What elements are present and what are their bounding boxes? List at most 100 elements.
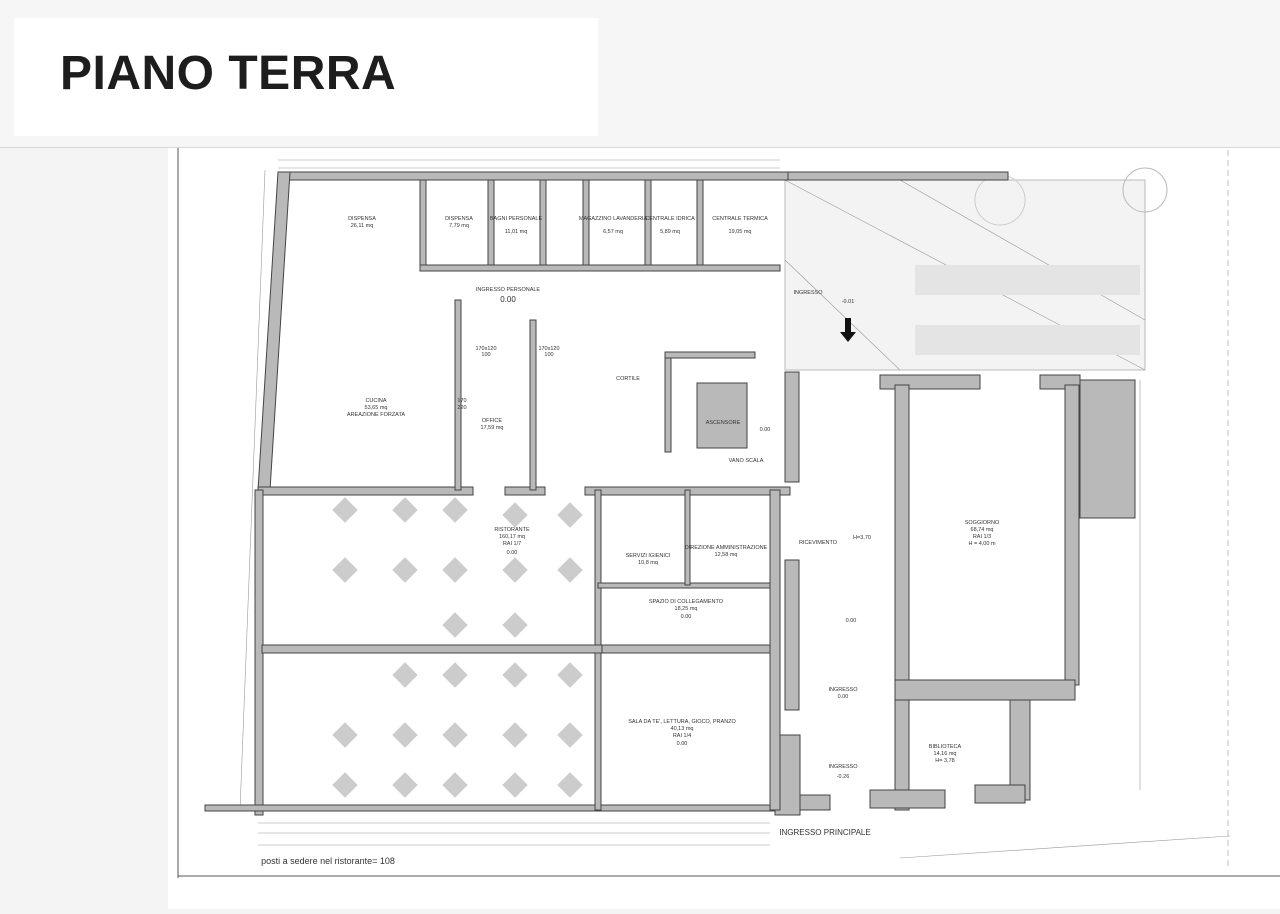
table-cluster xyxy=(502,502,528,528)
svg-text:0.00: 0.00 xyxy=(677,741,688,747)
svg-text:INGRESSO: INGRESSO xyxy=(828,764,858,770)
room-centrale-termica: CENTRALE TERMICA 19,05 mq xyxy=(712,216,768,235)
room-ingresso-garden: INGRESSO -0.01 xyxy=(793,290,856,342)
svg-text:68,74 mq: 68,74 mq xyxy=(971,527,994,533)
dimension-lines xyxy=(239,150,1231,870)
svg-text:H=3,70: H=3,70 xyxy=(853,535,871,541)
svg-text:CORTILE: CORTILE xyxy=(616,376,640,382)
table-cluster xyxy=(442,612,468,638)
svg-text:RISTORANTE: RISTORANTE xyxy=(494,527,530,533)
svg-text:-0.01: -0.01 xyxy=(842,299,855,305)
table-cluster xyxy=(392,557,418,583)
svg-text:6,57 mq: 6,57 mq xyxy=(603,229,623,235)
svg-text:220: 220 xyxy=(457,405,466,411)
room-vano-scala: VANO SCALA 0.00 xyxy=(729,427,771,464)
room-sala-da-te: SALA DA TE', LETTURA, GIOCO, PRANZO40,13… xyxy=(628,719,736,747)
table-cluster xyxy=(332,557,358,583)
svg-text:INGRESSO: INGRESSO xyxy=(793,290,823,296)
table-cluster xyxy=(502,722,528,748)
svg-text:-0.26: -0.26 xyxy=(837,774,850,780)
svg-text:7,79 mq: 7,79 mq xyxy=(449,223,469,229)
svg-text:0.00: 0.00 xyxy=(500,295,516,304)
table-cluster xyxy=(392,662,418,688)
table-cluster xyxy=(557,557,583,583)
table-cluster xyxy=(442,772,468,798)
svg-text:10,8 mq: 10,8 mq xyxy=(638,560,658,566)
svg-text:100: 100 xyxy=(481,352,490,358)
svg-text:INGRESSO PERSONALE: INGRESSO PERSONALE xyxy=(476,287,541,293)
svg-text:0.00: 0.00 xyxy=(838,694,849,700)
svg-text:0.00: 0.00 xyxy=(760,427,771,433)
svg-text:19,05 mq: 19,05 mq xyxy=(729,229,752,235)
room-ingresso-esterno: INGRESSO -0.26 xyxy=(828,764,858,780)
svg-text:SPAZIO DI COLLEGAMENTO: SPAZIO DI COLLEGAMENTO xyxy=(649,599,724,605)
svg-text:RICEVIMENTO: RICEVIMENTO xyxy=(799,540,838,546)
garden xyxy=(784,167,1168,371)
table-cluster xyxy=(392,772,418,798)
svg-text:100: 100 xyxy=(544,352,553,358)
page-title: PIANO TERRA xyxy=(60,47,397,100)
svg-text:ASCENSORE: ASCENSORE xyxy=(706,420,741,426)
svg-text:160,17 mq: 160,17 mq xyxy=(499,534,525,540)
table-cluster xyxy=(557,772,583,798)
table-cluster xyxy=(442,497,468,523)
svg-text:RAI 1/7: RAI 1/7 xyxy=(503,541,521,547)
svg-text:0.00: 0.00 xyxy=(846,618,857,624)
svg-text:5,89 mq: 5,89 mq xyxy=(660,229,680,235)
table-cluster xyxy=(557,662,583,688)
svg-text:170x120: 170x120 xyxy=(538,346,559,352)
table-cluster xyxy=(502,557,528,583)
svg-text:H= 3,78: H= 3,78 xyxy=(935,758,954,764)
svg-text:CENTRALE TERMICA: CENTRALE TERMICA xyxy=(712,216,768,222)
restaurant-tables xyxy=(332,497,583,798)
svg-text:BAGNI PERSONALE: BAGNI PERSONALE xyxy=(490,216,543,222)
svg-text:17,59 mq: 17,59 mq xyxy=(481,425,504,431)
svg-text:18,25 mq: 18,25 mq xyxy=(675,606,698,612)
table-cluster xyxy=(392,497,418,523)
table-cluster xyxy=(442,662,468,688)
room-ricevimento: RICEVIMENTO H=3,70 0.00 xyxy=(799,535,871,624)
main-entrance-label: INGRESSO PRINCIPALE xyxy=(779,828,870,837)
svg-text:CUCINA: CUCINA xyxy=(365,398,386,404)
svg-text:H = 4,00 m: H = 4,00 m xyxy=(968,541,995,547)
svg-text:0.00: 0.00 xyxy=(507,550,518,556)
table-cluster xyxy=(557,502,583,528)
svg-text:DISPENSA: DISPENSA xyxy=(348,216,376,222)
table-cluster xyxy=(502,612,528,638)
svg-text:AREAZIONE FORZATA: AREAZIONE FORZATA xyxy=(347,412,405,418)
svg-text:170: 170 xyxy=(457,398,466,404)
walls xyxy=(204,171,1136,816)
svg-text:MAGAZZINO LAVANDERIA: MAGAZZINO LAVANDERIA xyxy=(579,216,648,222)
svg-text:INGRESSO: INGRESSO xyxy=(828,687,858,693)
table-cluster xyxy=(502,662,528,688)
svg-text:12,58 mq: 12,58 mq xyxy=(715,552,738,558)
svg-text:SALA DA TE', LETTURA, GIOCO, P: SALA DA TE', LETTURA, GIOCO, PRANZO xyxy=(628,719,736,725)
table-cluster xyxy=(442,557,468,583)
svg-text:DISPENSA: DISPENSA xyxy=(445,216,473,222)
svg-text:SERVIZI IGIENICI: SERVIZI IGIENICI xyxy=(626,553,671,559)
room-ascensore: ASCENSORE xyxy=(706,420,741,426)
svg-text:BIBLIOTECA: BIBLIOTECA xyxy=(929,744,962,750)
room-magazzino: MAGAZZINO LAVANDERIA 6,57 mq xyxy=(579,216,648,235)
table-cluster xyxy=(332,497,358,523)
table-cluster xyxy=(332,722,358,748)
svg-text:RAI 1/4: RAI 1/4 xyxy=(673,733,691,739)
room-ingresso-personale: INGRESSO PERSONALE 0.00 xyxy=(476,287,541,304)
svg-text:14,16 mq: 14,16 mq xyxy=(934,751,957,757)
table-cluster xyxy=(557,722,583,748)
svg-text:VANO SCALA: VANO SCALA xyxy=(729,458,764,464)
svg-text:SOGGIORNO: SOGGIORNO xyxy=(965,520,1000,526)
title-box xyxy=(14,18,598,136)
